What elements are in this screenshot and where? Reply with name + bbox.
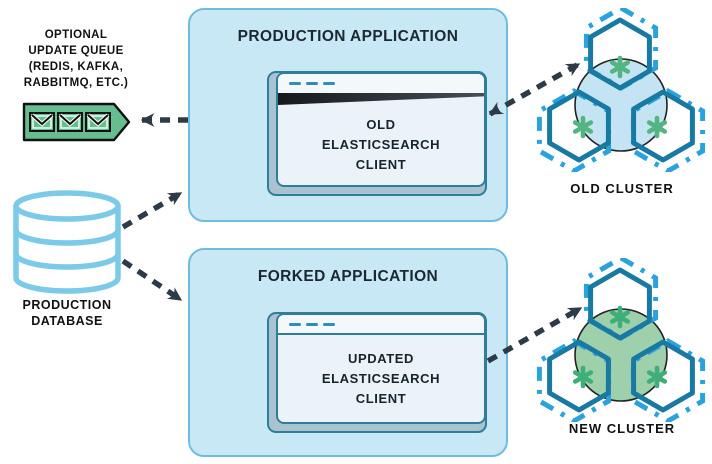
envelope-icon (85, 112, 111, 132)
old-cluster-label: OLD CLUSTER (570, 181, 674, 196)
titlebar-dash-icon (306, 322, 318, 326)
envelope-icon (29, 112, 55, 132)
old-cluster-icon (536, 8, 706, 172)
titlebar-dash-icon (323, 82, 335, 85)
new-cluster-label: NEW CLUSTER (568, 421, 676, 436)
forked-application-box: FORKED APPLICATION UPDATED ELASTICSEARCH… (188, 248, 508, 457)
window-titlebar (278, 315, 484, 335)
production-application-box: PRODUCTION APPLICATION OLD ELASTICSEARCH… (188, 8, 508, 222)
titlebar-dash-icon (289, 82, 301, 85)
updated-client-window: UPDATED ELASTICSEARCH CLIENT (267, 312, 487, 433)
new-cluster-icon (536, 258, 706, 422)
node-asterisk-icons (572, 55, 668, 139)
update-queue-label: OPTIONAL UPDATE QUEUE (REDIS, KAFKA, RAB… (23, 29, 129, 89)
old-client-label: OLD ELASTICSEARCH CLIENT (321, 117, 441, 172)
window-body: OLD ELASTICSEARCH CLIENT (278, 105, 484, 185)
window-body: UPDATED ELASTICSEARCH CLIENT (278, 335, 484, 422)
database-label: PRODUCTION DATABASE (22, 298, 112, 328)
forked-application-title: FORKED APPLICATION (257, 268, 439, 285)
titlebar-dash-icon (323, 322, 335, 326)
production-application-title: PRODUCTION APPLICATION (237, 28, 459, 45)
envelope-icon (57, 112, 83, 132)
titlebar-dash-icon (289, 322, 301, 326)
updated-client-label: UPDATED ELASTICSEARCH CLIENT (321, 350, 441, 406)
node-asterisk-icons (572, 305, 668, 389)
arrow-db-to-production (121, 190, 183, 230)
old-client-window: OLD ELASTICSEARCH CLIENT (267, 71, 487, 196)
window-face: UPDATED ELASTICSEARCH CLIENT (276, 313, 486, 424)
database-icon (13, 190, 121, 294)
arrow-db-to-forked (121, 258, 183, 303)
update-queue-tag (22, 102, 131, 142)
window-titlebar (278, 74, 484, 93)
window-face: OLD ELASTICSEARCH CLIENT (276, 72, 486, 187)
window-shadow-wedge (278, 93, 484, 105)
titlebar-dash-icon (306, 82, 318, 85)
